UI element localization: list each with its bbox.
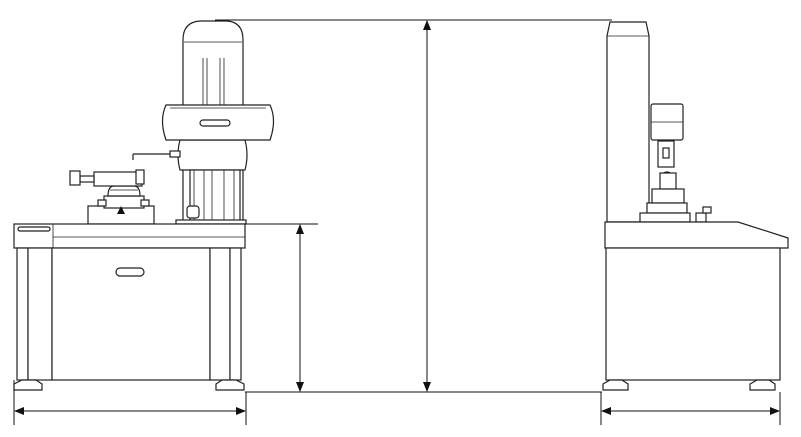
front-table bbox=[13, 223, 246, 249]
front-measuring-head bbox=[161, 104, 275, 141]
side-stand bbox=[602, 247, 781, 391]
drawer-handle bbox=[115, 267, 145, 277]
side-measuring-head bbox=[639, 103, 712, 223]
control-panel-strip bbox=[17, 226, 51, 232]
dimension-lines bbox=[13, 19, 781, 425]
side-table bbox=[604, 221, 789, 249]
side-column bbox=[606, 21, 650, 223]
front-view bbox=[13, 20, 275, 391]
front-stand bbox=[13, 247, 245, 391]
side-view bbox=[602, 21, 789, 391]
front-vise-fixture bbox=[69, 169, 155, 225]
front-carriage bbox=[132, 139, 248, 225]
